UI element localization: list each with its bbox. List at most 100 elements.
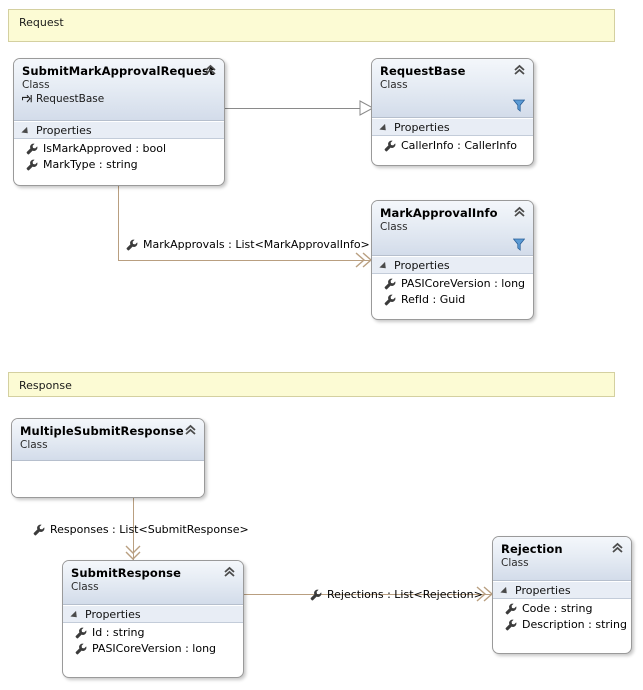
member-label: IsMarkApproved : bool (43, 142, 167, 155)
wrench-icon (26, 143, 38, 155)
wrench-icon (75, 643, 87, 655)
chevron-up-icon[interactable] (611, 542, 624, 555)
wrench-icon (75, 627, 87, 639)
assoc-label-markapprovals: MarkApprovals : List<MarkApprovalInfo> (126, 238, 370, 251)
class-box-submitresponse[interactable]: SubmitResponse Class Properties Id : str… (62, 560, 244, 678)
class-stereotype: Class (380, 79, 408, 91)
response-banner-label: Response (19, 379, 72, 392)
class-title: RequestBase (380, 64, 466, 78)
compartment-label: Properties (36, 123, 92, 137)
inherit-arrow-icon (22, 94, 32, 103)
wrench-icon (26, 159, 38, 171)
class-title: Rejection (501, 542, 563, 556)
member-list: IsMarkApproved : bool MarkType : string (14, 139, 224, 177)
class-stereotype: Class (501, 557, 529, 569)
request-banner-label: Request (19, 16, 64, 29)
wrench-icon (310, 589, 322, 600)
wrench-icon (505, 603, 517, 615)
class-box-rejection[interactable]: Rejection Class Properties Code : string… (492, 536, 632, 654)
class-header: SubmitMarkApprovalRequest Class RequestB… (14, 59, 224, 121)
member-label: PASICoreVersion : long (92, 642, 217, 655)
wrench-icon (384, 278, 396, 290)
class-base-type: RequestBase (22, 92, 216, 106)
member-label: Code : string (522, 602, 593, 615)
class-header: Rejection Class (493, 537, 631, 581)
compartment-properties-header[interactable]: Properties (63, 605, 243, 623)
markapprovals-line-horizontal (118, 260, 371, 261)
triangle-collapse-icon[interactable] (379, 261, 389, 271)
member-row[interactable]: PASICoreVersion : long (63, 641, 243, 657)
funnel-icon[interactable] (513, 99, 525, 112)
class-stereotype: Class (20, 439, 48, 451)
rejections-line-horizontal (244, 594, 492, 595)
compartment-properties-header[interactable]: Properties (493, 581, 631, 599)
member-list: Id : string PASICoreVersion : long (63, 623, 243, 661)
wrench-icon (33, 524, 45, 535)
class-title: MultipleSubmitResponse (20, 424, 184, 438)
member-row[interactable]: Description : string (493, 617, 631, 633)
chevron-up-icon[interactable] (513, 64, 526, 77)
request-banner[interactable]: Request (8, 9, 615, 42)
compartment-label: Properties (394, 120, 450, 134)
member-row[interactable]: IsMarkApproved : bool (14, 141, 224, 157)
member-row[interactable]: Code : string (493, 601, 631, 617)
member-row[interactable]: RefId : Guid (372, 292, 533, 308)
class-box-requestbase[interactable]: RequestBase Class Properties CallerInfo … (371, 58, 534, 166)
compartment-label: Properties (515, 583, 571, 597)
member-label: CallerInfo : CallerInfo (401, 139, 517, 152)
member-list: CallerInfo : CallerInfo (372, 136, 533, 158)
member-list: PASICoreVersion : long RefId : Guid (372, 274, 533, 312)
member-label: RefId : Guid (401, 293, 466, 306)
member-row[interactable]: PASICoreVersion : long (372, 276, 533, 292)
chevron-up-icon[interactable] (223, 566, 236, 579)
class-box-multiplesubmitresponse[interactable]: MultipleSubmitResponse Class (11, 418, 205, 498)
wrench-icon (384, 140, 396, 152)
member-row[interactable]: Id : string (63, 625, 243, 641)
compartment-properties-header[interactable]: Properties (372, 118, 533, 136)
compartment-properties-header[interactable]: Properties (372, 256, 533, 274)
responses-line-vertical (133, 498, 134, 560)
assoc-label-responses: Responses : List<SubmitResponse> (33, 523, 249, 536)
chevron-up-icon[interactable] (184, 424, 197, 437)
assoc-label-rejections: Rejections : List<Rejection> (310, 588, 483, 601)
class-header: SubmitResponse Class (63, 561, 243, 605)
class-header: RequestBase Class (372, 59, 533, 118)
member-list: Code : string Description : string (493, 599, 631, 637)
assoc-label-text: Responses : List<SubmitResponse> (50, 523, 249, 536)
funnel-icon[interactable] (513, 238, 525, 251)
triangle-collapse-icon[interactable] (500, 586, 510, 596)
empty-members-area (12, 461, 204, 497)
class-stereotype: Class (71, 581, 99, 593)
chevron-up-icon[interactable] (513, 206, 526, 219)
triangle-collapse-icon[interactable] (21, 126, 31, 136)
response-banner[interactable]: Response (8, 372, 615, 397)
compartment-label: Properties (394, 258, 450, 272)
class-stereotype: Class (22, 79, 50, 91)
assoc-label-text: Rejections : List<Rejection> (327, 588, 483, 601)
triangle-collapse-icon[interactable] (379, 123, 389, 133)
member-row[interactable]: CallerInfo : CallerInfo (372, 138, 533, 154)
member-label: Id : string (92, 626, 145, 639)
class-title: SubmitResponse (71, 566, 181, 580)
member-label: Description : string (522, 618, 627, 631)
inheritance-line-horizontal (225, 108, 371, 109)
class-title: SubmitMarkApprovalRequest (22, 64, 215, 78)
member-label: PASICoreVersion : long (401, 277, 526, 290)
class-header: MarkApprovalInfo Class (372, 201, 533, 256)
compartment-label: Properties (85, 607, 141, 621)
wrench-icon (126, 239, 138, 250)
wrench-icon (505, 619, 517, 631)
member-label: MarkType : string (43, 158, 138, 171)
markapprovals-line-vertical (118, 186, 119, 261)
class-box-markapprovalinfo[interactable]: MarkApprovalInfo Class Properties PASICo… (371, 200, 534, 320)
class-box-submitmarkapprovalrequest[interactable]: SubmitMarkApprovalRequest Class RequestB… (13, 58, 225, 186)
member-row[interactable]: MarkType : string (14, 157, 224, 173)
class-header: MultipleSubmitResponse Class (12, 419, 204, 461)
class-stereotype: Class (380, 221, 408, 233)
compartment-properties-header[interactable]: Properties (14, 121, 224, 139)
class-title: MarkApprovalInfo (380, 206, 498, 220)
class-base-label: RequestBase (36, 93, 105, 105)
assoc-label-text: MarkApprovals : List<MarkApprovalInfo> (143, 238, 370, 251)
triangle-collapse-icon[interactable] (70, 610, 80, 620)
chevron-up-icon[interactable] (204, 64, 217, 77)
